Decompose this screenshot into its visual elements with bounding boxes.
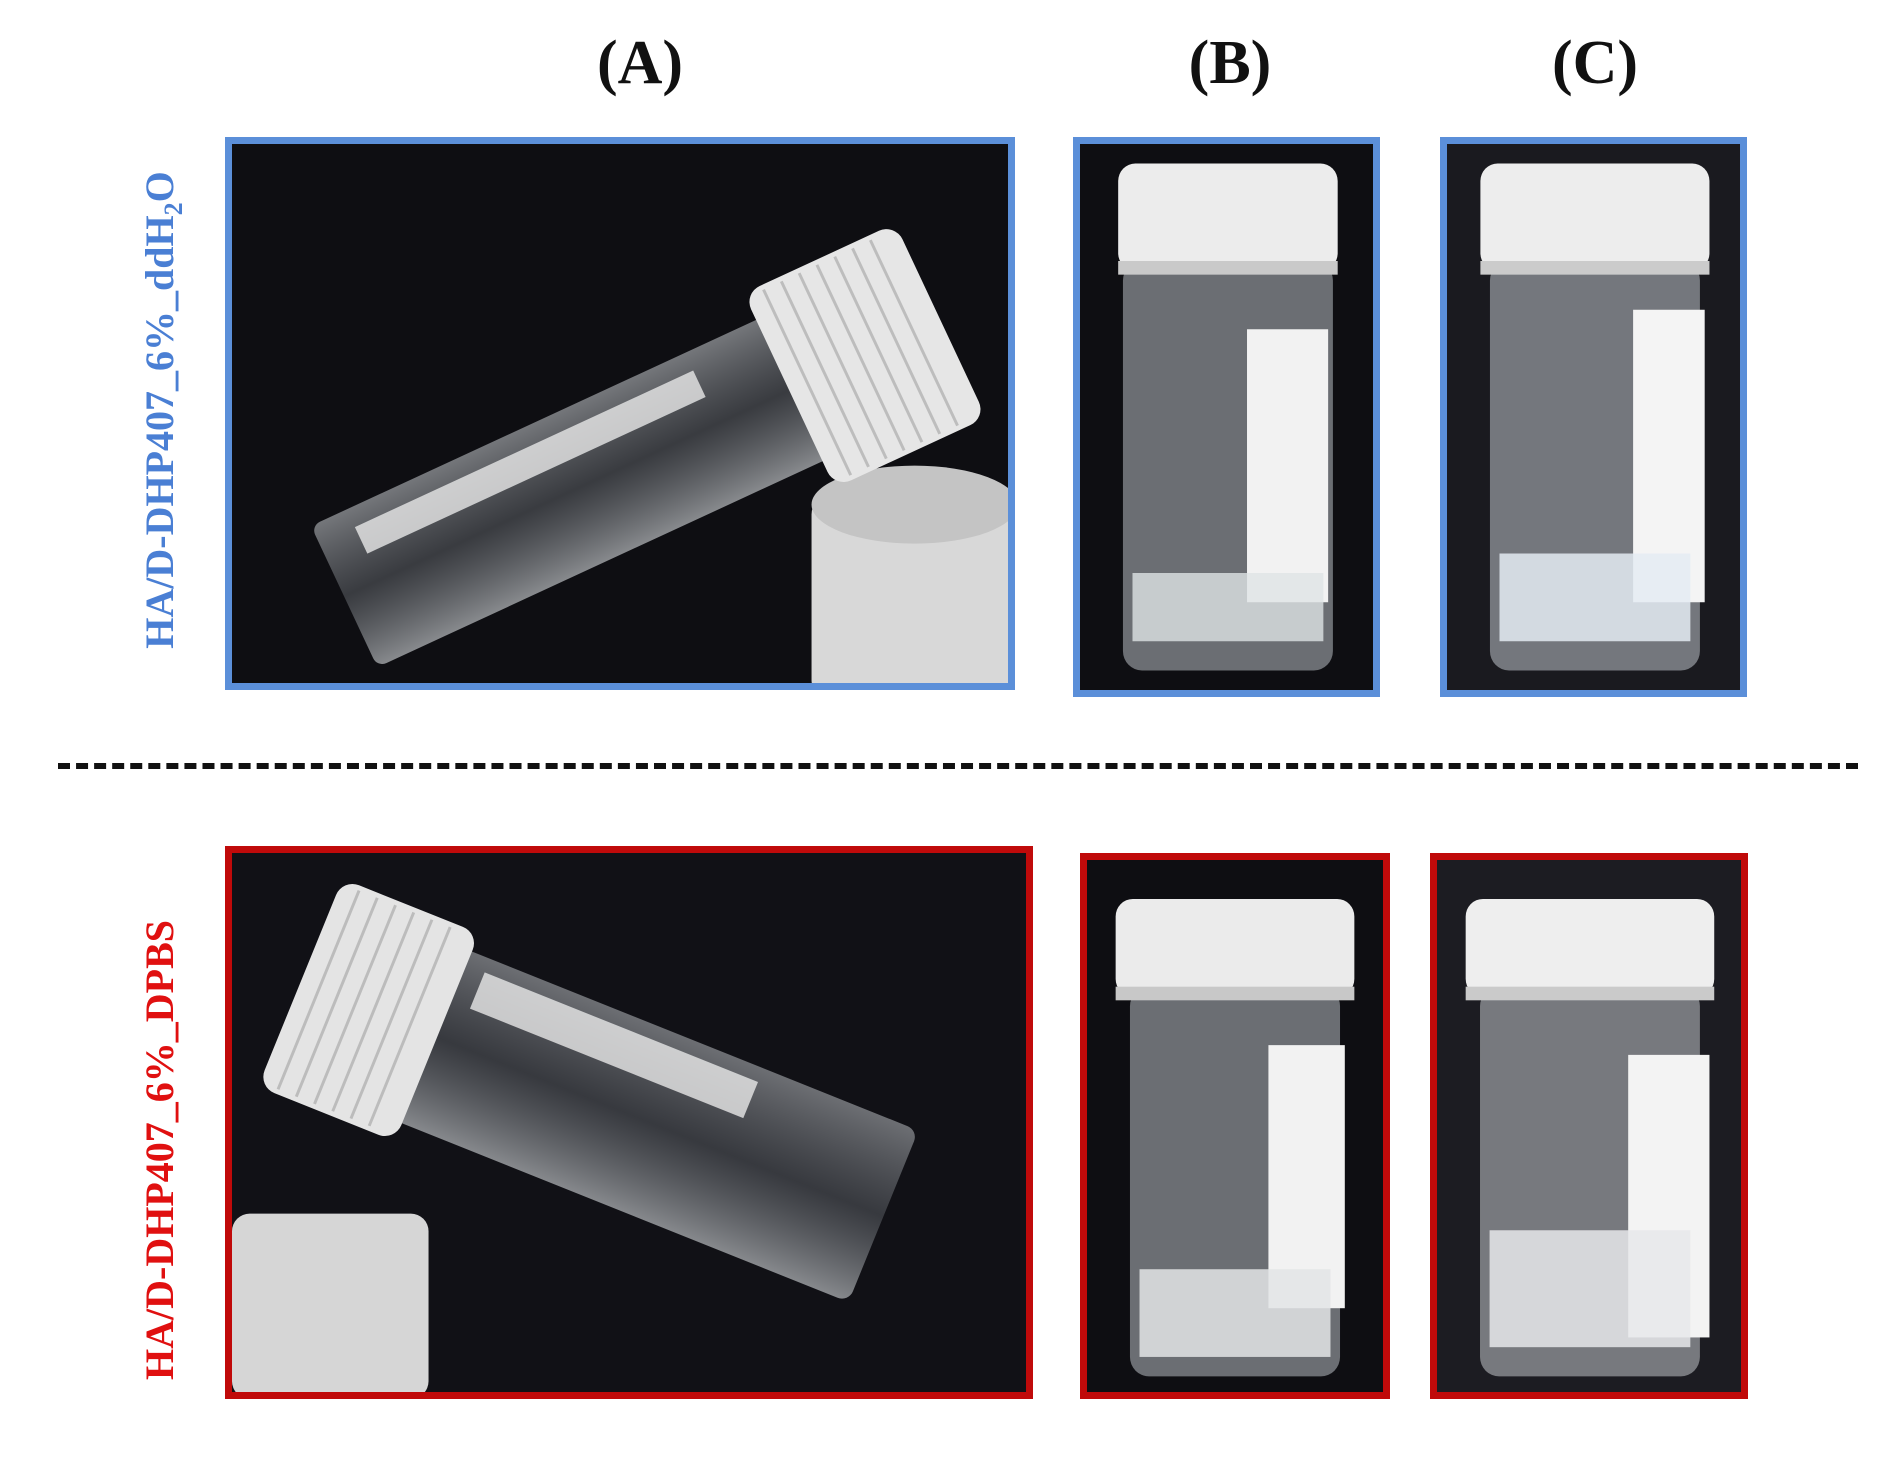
column-label-b: (B) bbox=[1188, 29, 1272, 97]
panel-bottom-b-photo bbox=[1080, 853, 1390, 1399]
column-label-c: (C) bbox=[1551, 29, 1639, 97]
row-label-top-sub: 2 bbox=[159, 202, 188, 216]
row-label-top: HA/D-DHP407_6%_ddH2O bbox=[135, 80, 188, 740]
column-label-a: (A) bbox=[596, 29, 684, 97]
panel-bottom-a-photo bbox=[225, 846, 1033, 1399]
panel-bottom-c-photo bbox=[1430, 853, 1748, 1399]
panel-top-a-photo bbox=[225, 137, 1015, 690]
panel-top-b-photo bbox=[1073, 137, 1380, 697]
panel-top-c-photo bbox=[1440, 137, 1747, 697]
row-label-top-tail: O bbox=[137, 171, 182, 203]
row-label-top-main: HA/D-DHP407_6%_ddH bbox=[137, 215, 182, 649]
row-divider bbox=[58, 763, 1858, 769]
row-label-bottom: HA/D-DHP407_6%_DPBS bbox=[137, 920, 182, 1380]
